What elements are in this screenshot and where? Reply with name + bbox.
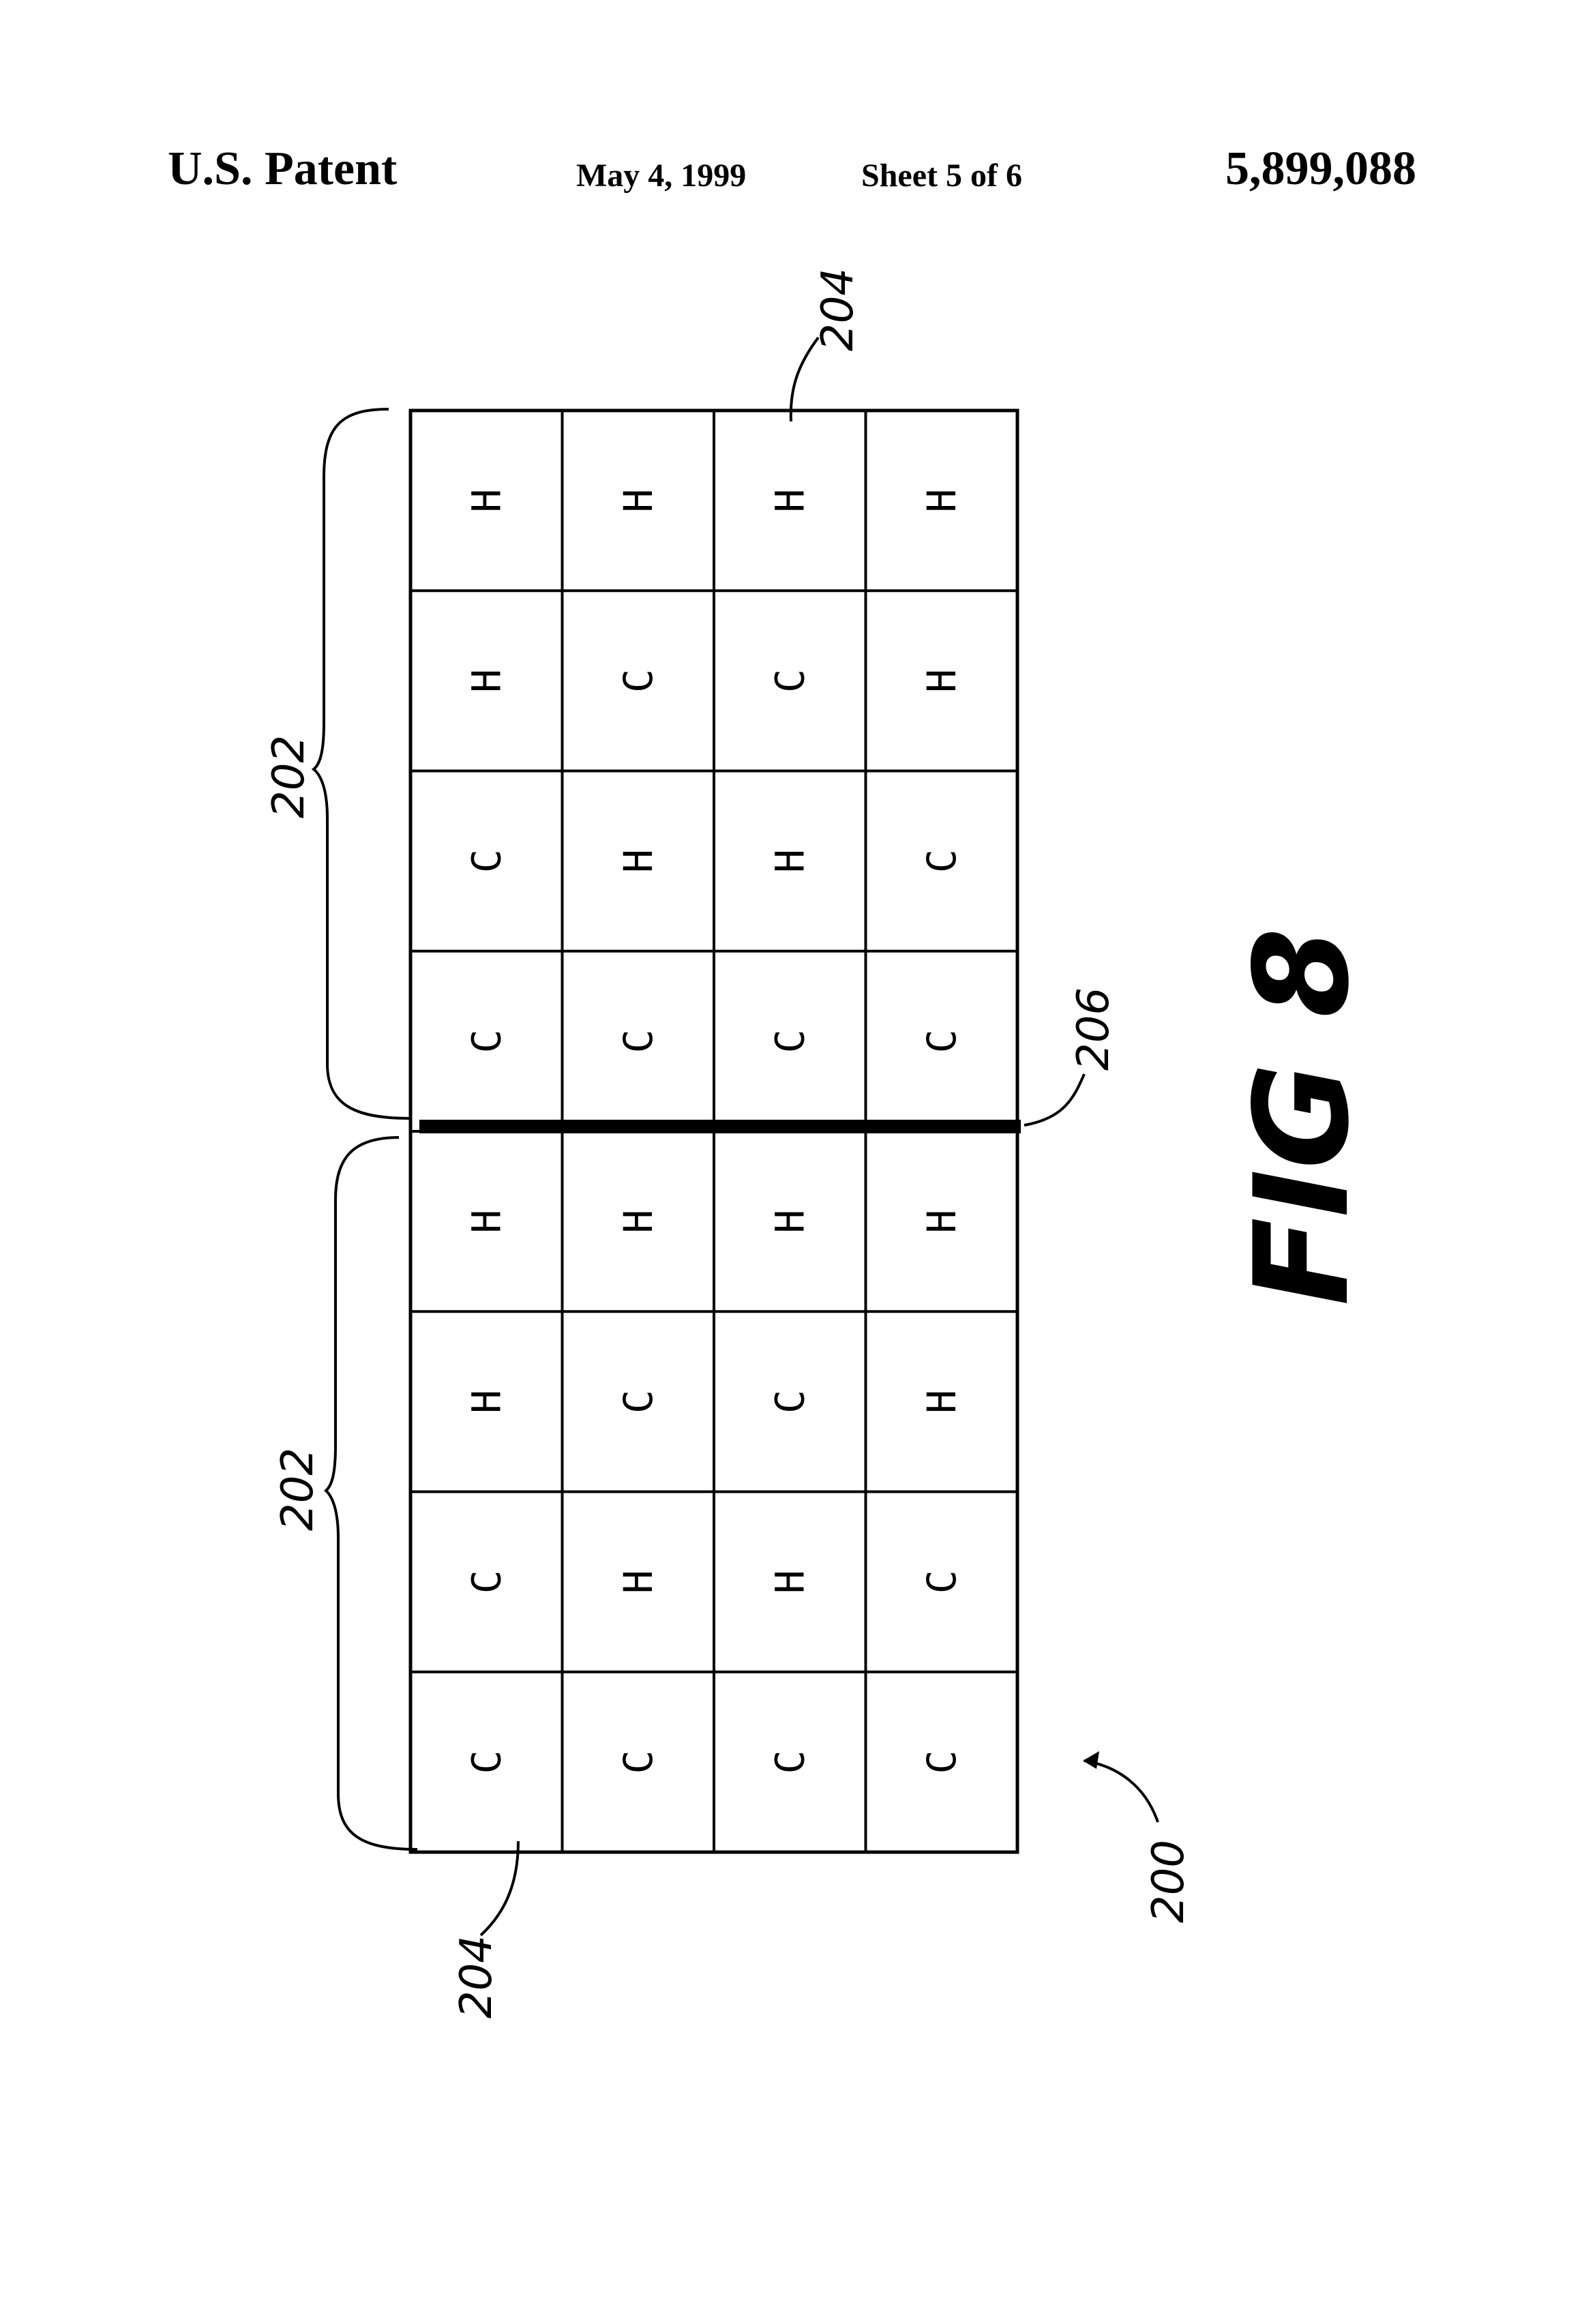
grid-cell-letter: H xyxy=(615,1210,661,1234)
ref-204-top: 204 xyxy=(813,268,863,351)
grid-cell-letter: C xyxy=(766,1029,813,1053)
grid-cell-letter: C xyxy=(463,1570,509,1594)
grid-cell-letter: H xyxy=(766,849,813,873)
arrowhead-200 xyxy=(1083,1751,1099,1769)
ref-206: 206 xyxy=(1069,987,1119,1071)
ref-202-upper: 202 xyxy=(264,735,314,818)
grid-cell-letter: H xyxy=(463,489,509,513)
ref-200: 200 xyxy=(1144,1840,1194,1923)
grid-cell-letter: C xyxy=(766,1390,813,1414)
ref-202-lower: 202 xyxy=(273,1448,323,1531)
grid-cell-letter: H xyxy=(766,1210,813,1234)
grid-cell-letter: H xyxy=(919,489,965,513)
grid-cell-letter: C xyxy=(463,1750,509,1774)
grid-cell-letter: H xyxy=(615,849,661,873)
grid-cell-letter: C xyxy=(919,1029,965,1053)
grid-cell-letter: C xyxy=(615,1390,661,1414)
ref-204-bottom: 204 xyxy=(451,1935,502,2018)
grid-cell-letter: H xyxy=(463,1390,509,1414)
grid-cell-letter: H xyxy=(463,1210,509,1234)
grid-cell-letter: C xyxy=(766,1750,813,1774)
grid-cell-letter: H xyxy=(766,489,813,513)
grid-cell-letter: C xyxy=(919,849,965,873)
leader-204-bottom xyxy=(481,1841,518,1935)
grid-cell-letter: C xyxy=(463,1029,509,1053)
lower-brace xyxy=(326,1137,417,1849)
upper-brace xyxy=(314,409,409,1118)
grid-cell-letter: H xyxy=(919,1390,965,1414)
figure-label: FIG 8 xyxy=(1227,927,1377,1306)
grid-cell-letter: H xyxy=(919,1210,965,1234)
grid-cell-letter: H xyxy=(463,669,509,693)
grid-cell-letter: H xyxy=(615,1570,661,1594)
grid-cell-letter: C xyxy=(919,1750,965,1774)
grid-cell-letter: C xyxy=(615,1750,661,1774)
grid-cell-letter: H xyxy=(919,669,965,693)
grid-cell-letter: H xyxy=(766,1570,813,1594)
grid-cell-letter: H xyxy=(615,489,661,513)
grid-cell-letter: C xyxy=(615,1029,661,1053)
leader-206 xyxy=(1024,1074,1084,1125)
grid-cell-letter: C xyxy=(463,849,509,873)
grid-cell-letter: C xyxy=(766,669,813,693)
grid-cell-letter: C xyxy=(615,669,661,693)
grid-cell-letter: C xyxy=(919,1570,965,1594)
leader-200 xyxy=(1084,1761,1158,1822)
